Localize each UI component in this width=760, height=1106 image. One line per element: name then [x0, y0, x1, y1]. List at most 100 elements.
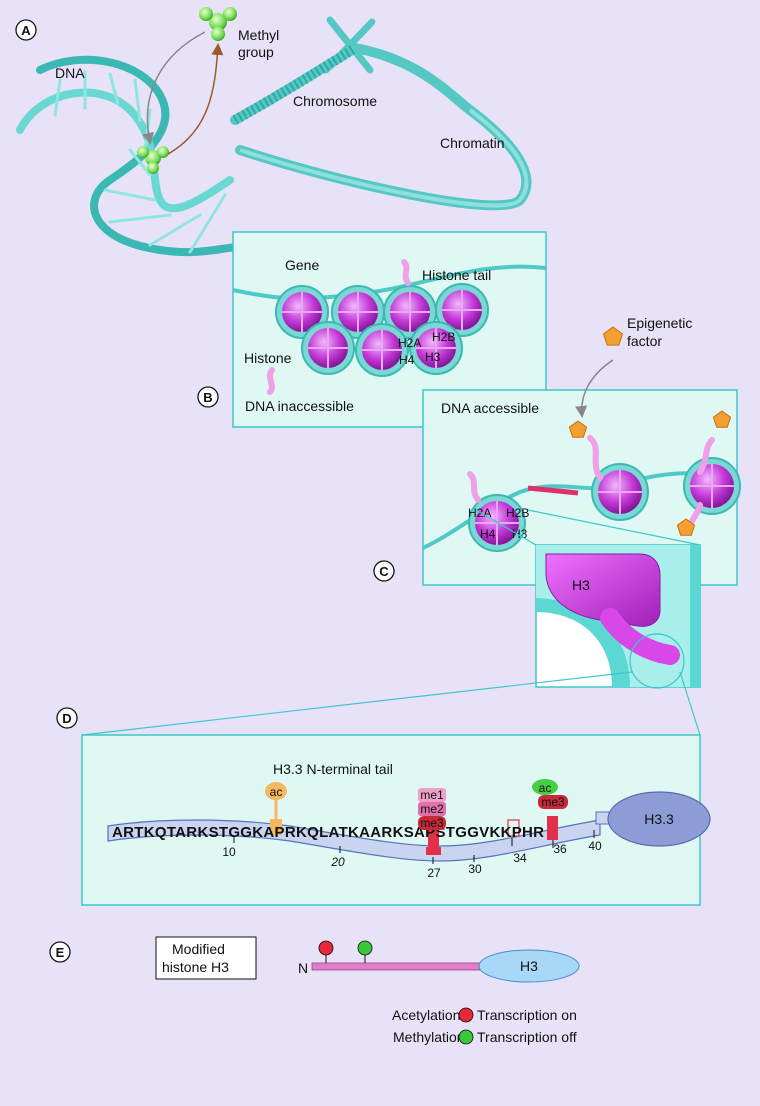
dna-label: DNA: [55, 65, 85, 81]
seq-k27: K: [393, 824, 404, 841]
panel-b-label: B: [203, 390, 212, 405]
pos-34: 34: [513, 851, 527, 865]
epigenetic-factor-bound-2: [712, 410, 732, 428]
methyl-label-1: Methyl: [238, 27, 279, 43]
h3-core-e-label: H3: [520, 958, 538, 974]
panel-e-marker: [49, 941, 71, 963]
pos-30: 30: [468, 862, 482, 876]
h3-tail-bar: [311, 962, 489, 971]
epigenetic-factor-bound-3: [676, 518, 696, 536]
histone-octamer-2: [331, 285, 385, 339]
legend-acetylation-dot: [458, 1007, 474, 1023]
dna-inaccessible-label: DNA inaccessible: [245, 398, 354, 414]
seq-1: ARTKQTARKSTGG: [112, 824, 252, 841]
c-h4-label: H4: [480, 527, 496, 541]
methylation-label: Methylation:: [393, 1029, 468, 1045]
histone-tail-label: Histone tail: [422, 267, 491, 283]
me3-k36-badge: [538, 795, 568, 809]
seq-3: SAPSTG: [404, 824, 467, 841]
factor-label-1: Epigenetic: [627, 315, 692, 331]
panel-e-label: E: [56, 945, 65, 960]
seq-k36: K: [501, 824, 512, 841]
pos-10: 10: [222, 845, 236, 859]
me3-k27-label: me3: [420, 816, 444, 830]
arrow-methyl-down: [142, 31, 206, 145]
me2-label: me2: [420, 802, 444, 816]
histone-octamer-4: [435, 283, 489, 337]
histone-label: Histone: [244, 350, 292, 366]
modified-h3-line1: Modified: [172, 941, 225, 957]
seq-4: VK: [479, 824, 500, 841]
panel-a-marker: [15, 19, 37, 41]
accessible-nucleosome-1: [468, 494, 526, 552]
me3-k27-badge: [418, 816, 446, 830]
panel-a-label: A: [21, 23, 31, 38]
me1-label: me1: [420, 788, 444, 802]
modified-h3-line2: histone H3: [162, 959, 229, 975]
panel-b-nucleosomes: [275, 283, 489, 377]
chromatin-fiber: [230, 43, 532, 211]
panel-c-nucleosomes: [467, 435, 741, 552]
me3-k36-label: me3: [541, 795, 565, 809]
c-h2a-label: H2A: [468, 506, 491, 520]
n-terminus-label: N: [298, 960, 308, 976]
h3-zoom-core: [545, 553, 661, 627]
k36-highlight: [547, 816, 558, 840]
dna-helix: [16, 55, 254, 257]
methylation-marker: [357, 940, 373, 956]
h3-core-e: [478, 949, 580, 983]
epigenetic-factor-free: [602, 326, 624, 346]
k14-highlight: [270, 819, 282, 835]
legend-methylation-dot: [458, 1029, 474, 1045]
arrow-methyl-up: [167, 43, 224, 155]
accessible-gene-segment: [527, 485, 579, 496]
pos-27: 27: [427, 866, 441, 880]
seq-g34: G: [467, 824, 479, 841]
chromatin-label: Chromatin: [440, 135, 505, 151]
panel-c-label: C: [379, 564, 389, 579]
ac-k36-label: ac: [539, 781, 552, 795]
factor-arrow: [575, 359, 614, 418]
dna-accessible-label: DNA accessible: [441, 400, 539, 416]
acetylation-label: Acetylation:: [392, 1007, 464, 1023]
h33-core: [607, 791, 711, 847]
epigenetic-factor-bound-1: [568, 420, 588, 438]
panel-a: A: [15, 7, 532, 257]
methyl-group-top: [199, 7, 237, 41]
h3-zoom-tail: [600, 608, 680, 665]
ac-k14-label: ac: [270, 785, 283, 799]
g34-box: [507, 819, 520, 837]
zoom-circle: [629, 633, 685, 689]
panel-d-label: D: [62, 711, 71, 726]
histone-tail-c-2: [587, 435, 603, 481]
panel-d-marker: [56, 707, 78, 729]
me2-badge: [418, 802, 446, 816]
b-h2a-label: H2A: [398, 336, 421, 350]
h3-zoom-label: H3: [572, 577, 590, 593]
me1-badge: [418, 788, 446, 802]
accessible-nucleosome-2: [591, 463, 649, 521]
histone-tail-top: [401, 259, 411, 286]
b-h3-label: H3: [425, 350, 441, 364]
histone-octamer-3: [383, 285, 437, 339]
panel-c-marker: [373, 560, 395, 582]
chromosome-label: Chromosome: [293, 93, 377, 109]
gene-label: Gene: [285, 257, 319, 273]
c-h2b-label: H2B: [506, 506, 529, 520]
tail-sequence: ARTKQTARKSTGGKAPRKQLATKAARKSAPSTGGVKKPHR: [112, 824, 544, 841]
pos-36: 36: [553, 842, 567, 856]
histone-tail-c-3: [697, 437, 715, 475]
seq-k14: K: [252, 824, 263, 841]
histone-octamer-7: [409, 321, 463, 375]
acetylation-marker: [318, 940, 334, 956]
accessible-nucleosome-3: [683, 457, 741, 515]
pos-20: 20: [330, 855, 345, 869]
ac-k36-badge: [532, 779, 558, 795]
acetylation-effect: Transcription on: [477, 1007, 577, 1023]
seq-2: APRKQLATKAAR: [263, 824, 392, 841]
k27-highlight: [428, 826, 439, 854]
histone-tail-c-1: [467, 471, 481, 503]
b-h4-label: H4: [399, 353, 415, 367]
histone-octamer-5: [301, 321, 355, 375]
